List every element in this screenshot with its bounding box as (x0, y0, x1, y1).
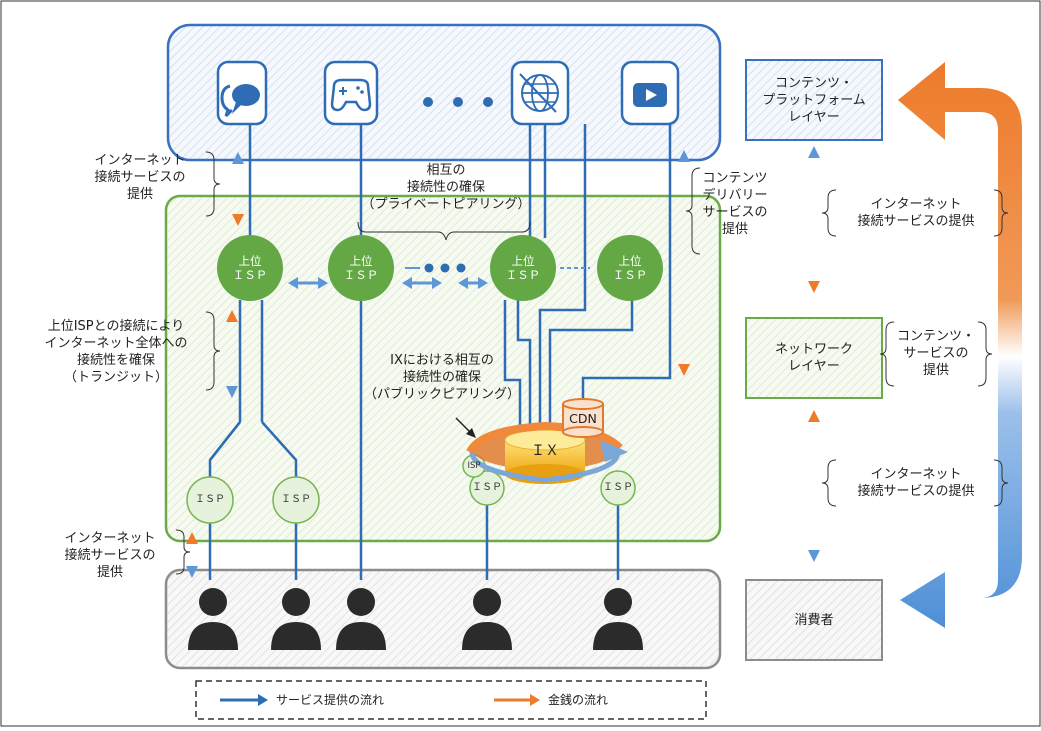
person-icon-2 (271, 588, 321, 650)
isp-label-4: ＩＳＰ (603, 482, 633, 493)
ix-pointer-arrow (455, 417, 476, 438)
legend-service-arrow (220, 694, 268, 706)
legend-service-label: サービス提供の流れ (276, 693, 385, 707)
consumer-box (164, 568, 722, 670)
consumer-icons (188, 588, 643, 650)
cdn-label: CDN (569, 411, 597, 426)
right-vertical-arrows (808, 146, 820, 562)
left-gradient-arrows (186, 150, 690, 578)
peering-arrows (288, 263, 590, 289)
ix-node (466, 421, 628, 484)
cdn-service-label: コンテンツ デリバリー サービスの 提供 (702, 171, 768, 237)
left-braces (175, 151, 701, 575)
isp-label-2: ＩＳＰ (281, 494, 311, 505)
upper-isp-nodes (217, 235, 663, 301)
internet-service-label-right-lower: インターネット 接続サービスの提供 (857, 467, 975, 499)
cdn-node (562, 398, 604, 438)
upper-isp-label-3: 上位 ＩＳＰ (505, 254, 541, 282)
consumer-layer-label: 消費者 (794, 612, 834, 628)
isp-label-3: ＩＳＰ (472, 482, 502, 493)
ellipsis-icon (423, 97, 493, 107)
content-layer-label: コンテンツ・ プラットフォーム レイヤー (762, 75, 866, 125)
upper-isp-label-4: 上位 ＩＳＰ (612, 254, 648, 282)
legend-box (195, 680, 707, 720)
public-peering-label: IXにおける相互の 接続性の確保 （パブリックピアリング） (363, 353, 520, 402)
video-play-icon (620, 60, 680, 126)
legend-money-arrow (494, 694, 540, 706)
network-layer-label: ネットワーク レイヤー (774, 342, 853, 374)
content-layer-box (745, 59, 883, 141)
gamepad-icon (323, 60, 379, 126)
private-peering-label: 相互の 接続性の確保 （プライベートピアリング） (361, 163, 531, 212)
upper-isp-label-1: 上位 ＩＳＰ (232, 254, 268, 282)
content-service-label: コンテンツ・ サービスの 提供 (896, 329, 975, 378)
person-icon-4 (462, 588, 512, 650)
content-platform-box (166, 23, 722, 162)
isp-nodes (186, 454, 636, 524)
big-money-service-arrow (898, 62, 1022, 628)
network-layer-box (745, 317, 883, 399)
internet-service-label-bottom: インターネット 接続サービスの 提供 (64, 531, 156, 580)
consumer-layer-box (745, 579, 883, 661)
isp-label-small: ISP (467, 461, 481, 471)
person-icon-3 (336, 588, 386, 650)
ix-label: ＩＸ (531, 443, 559, 459)
transit-label: 上位ISPとの接続により インターネット全体への 接続性を確保 （トランジット） (44, 319, 188, 385)
right-braces (821, 189, 1009, 507)
legend-money-label: 金銭の流れ (548, 693, 609, 707)
chat-icon (216, 60, 268, 126)
person-icon-5 (593, 588, 643, 650)
isp-label-1: ＩＳＰ (195, 494, 225, 505)
internet-service-label-right-upper: インターネット 接続サービスの提供 (857, 197, 975, 229)
person-icon-1 (188, 588, 238, 650)
service-lines (208, 124, 672, 580)
globe-icon (510, 60, 570, 126)
upper-isp-label-2: 上位 ＩＳＰ (343, 254, 379, 282)
internet-service-label-top: インターネット 接続サービスの 提供 (94, 153, 186, 202)
